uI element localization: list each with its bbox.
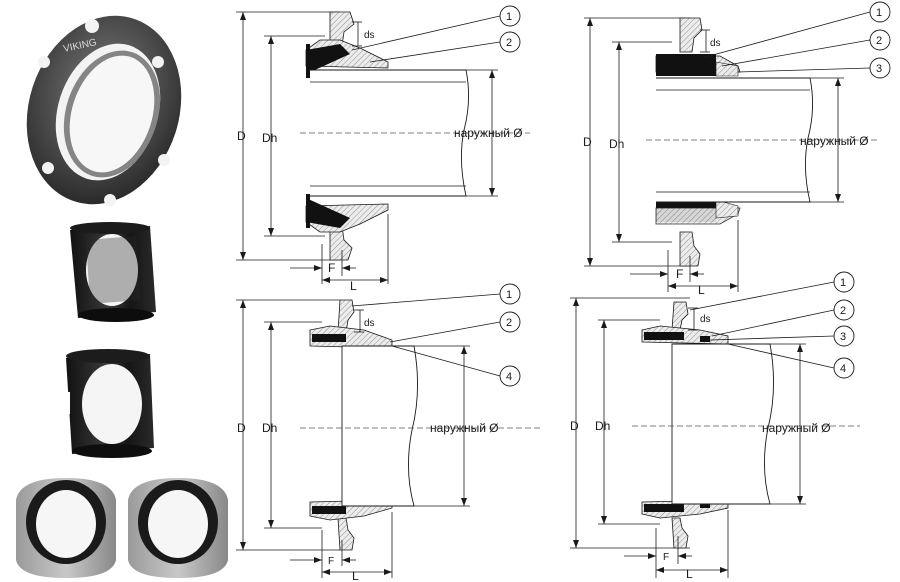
bolt-hole	[152, 56, 164, 68]
photo-seal-with-metal-ring-left	[16, 478, 116, 578]
outer-diameter-label: наружный Ø	[430, 421, 499, 435]
diagram-2-flange-adapter-with-ring: D Dh наружный Ø ds	[583, 1, 891, 297]
diagram-4-flange-adapter-with-ring-and-stop: D Dh наружный Ø ds F	[570, 271, 860, 581]
outer-diameter-label: наружный Ø	[454, 126, 523, 140]
callout-1: 1	[506, 289, 512, 301]
bolt-hole	[158, 154, 170, 166]
bolt-hole	[85, 19, 99, 33]
callout-3: 3	[840, 331, 846, 343]
dimension-Dh-label: Dh	[609, 137, 624, 151]
callout-1: 1	[506, 11, 512, 23]
photo-rubber-seal-2	[60, 349, 154, 458]
dimension-D-label: D	[237, 129, 246, 143]
diagram-1-flange-adapter: D Dh наружный Ø ds	[236, 5, 530, 293]
dimension-ds-label: ds	[364, 30, 375, 41]
dimension-Dh-label: Dh	[262, 421, 277, 435]
dimension-ds-label: ds	[364, 318, 375, 329]
dimension-L-label: L	[698, 283, 705, 297]
photo-cast-iron-flange: VIKING	[26, 15, 182, 206]
callout-3: 3	[876, 63, 882, 75]
callout-2: 2	[840, 305, 846, 317]
dimension-F-label: F	[328, 556, 334, 567]
dimension-F-label: F	[328, 261, 335, 275]
dimension-F-label: F	[676, 267, 683, 281]
callout-2: 2	[876, 35, 882, 47]
diagram-3-flange-adapter-with-stop: D Dh наружный Ø ds F	[236, 283, 540, 582]
dimension-D-label: D	[570, 419, 579, 433]
callout-2: 2	[506, 37, 512, 49]
dimension-L-label: L	[350, 279, 357, 293]
callout-4: 4	[506, 371, 512, 383]
photo-seal-with-metal-ring-right	[128, 478, 228, 578]
dimension-L-label: L	[686, 567, 693, 581]
dimension-ds-label: ds	[710, 38, 721, 49]
bolt-hole	[38, 56, 50, 68]
dimension-L-label: L	[352, 569, 359, 582]
dimension-Dh-label: Dh	[595, 419, 610, 433]
dimension-D-label: D	[237, 421, 246, 435]
dimension-Dh-label: Dh	[262, 131, 277, 145]
dimension-D-label: D	[583, 135, 592, 149]
bolt-hole	[104, 194, 116, 206]
photo-rubber-seal-1	[70, 222, 156, 322]
dimension-F-label: F	[663, 552, 669, 563]
callout-2: 2	[506, 317, 512, 329]
outer-diameter-label: наружный Ø	[800, 134, 869, 148]
callout-1: 1	[840, 277, 846, 289]
outer-diameter-label: наружный Ø	[762, 421, 831, 435]
bolt-hole	[42, 162, 54, 174]
callout-1: 1	[876, 7, 882, 19]
dimension-ds-label: ds	[700, 314, 711, 325]
callout-4: 4	[840, 363, 846, 375]
